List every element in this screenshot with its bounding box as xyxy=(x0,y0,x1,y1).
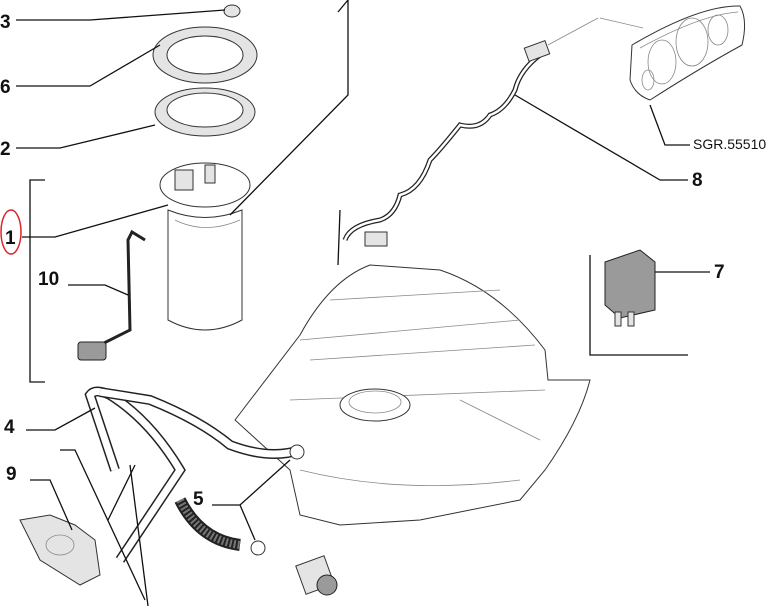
relay-part xyxy=(604,249,656,327)
ring-nut-part xyxy=(223,4,241,18)
callout-6: 6 xyxy=(0,77,11,98)
callout-8: 8 xyxy=(692,170,703,191)
callout-3: 3 xyxy=(0,12,11,33)
reference-code: SGR.55510 xyxy=(693,136,766,152)
bracket-part xyxy=(19,514,101,586)
filler-hose-part xyxy=(84,386,338,596)
callout-5: 5 xyxy=(193,489,204,510)
callout-2: 2 xyxy=(0,139,11,160)
seal-ring-part xyxy=(154,87,256,137)
callout-4: 4 xyxy=(4,417,15,438)
wiring-harness-part xyxy=(342,17,599,247)
callout-1: 1 xyxy=(5,228,16,249)
callout-9: 9 xyxy=(6,464,17,485)
highlight-circle xyxy=(0,209,22,255)
fuel-tank-part xyxy=(234,264,591,526)
gasket-part xyxy=(152,26,258,84)
callout-10: 10 xyxy=(38,269,59,290)
fuel-pump-part xyxy=(159,162,251,331)
leader-lines xyxy=(16,0,710,606)
instrument-cluster-part xyxy=(599,5,746,101)
level-sensor-part xyxy=(77,229,146,361)
callout-7: 7 xyxy=(714,262,725,283)
